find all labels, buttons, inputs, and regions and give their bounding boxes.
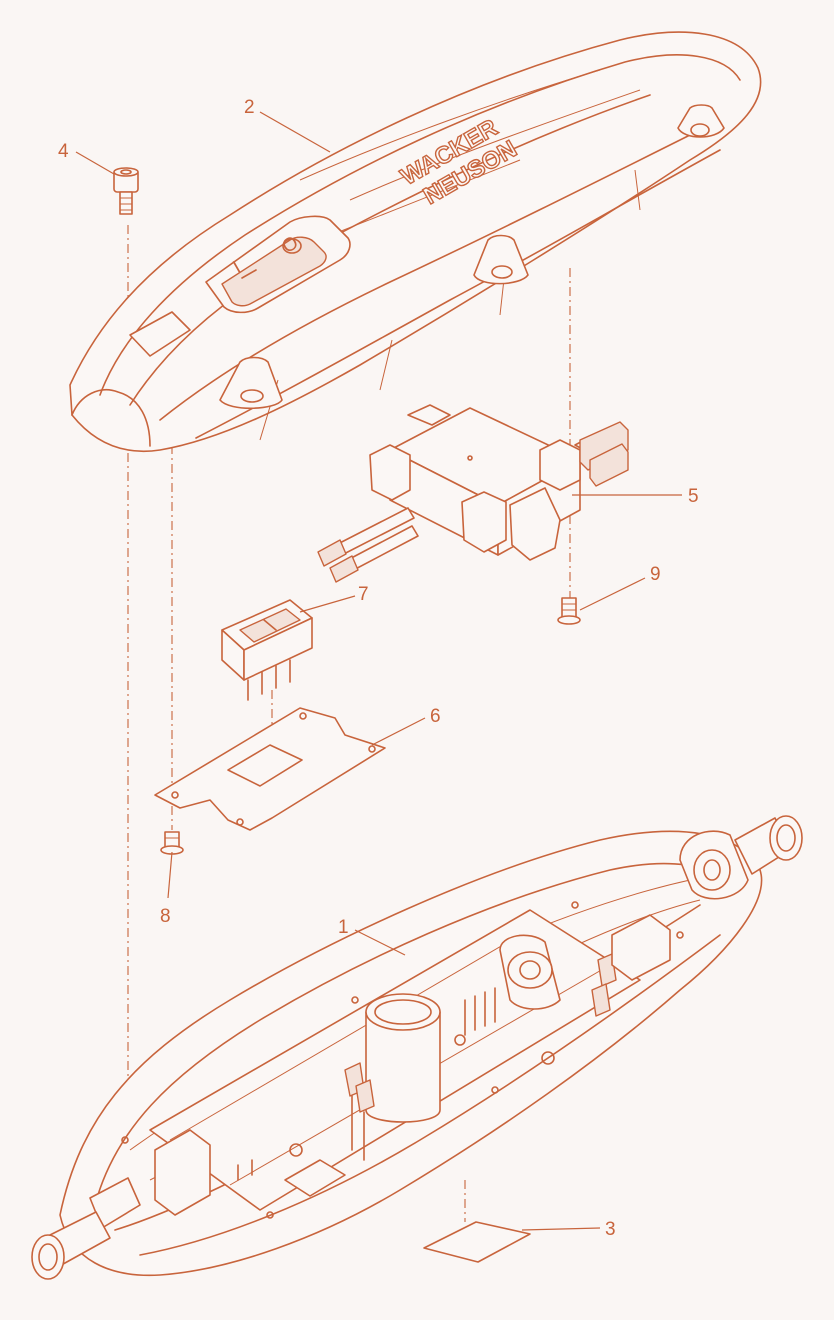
rocker-switch-part-7 bbox=[221, 599, 313, 701]
callout-7: 7 bbox=[358, 584, 369, 605]
callout-6: 6 bbox=[430, 706, 441, 727]
relay-block-part-5 bbox=[317, 404, 629, 583]
callout-8: 8 bbox=[160, 906, 171, 927]
lower-housing-part-1 bbox=[31, 815, 803, 1280]
callout-9: 9 bbox=[650, 564, 661, 585]
screw-part-4 bbox=[113, 167, 139, 215]
callout-4: 4 bbox=[58, 141, 69, 162]
callout-2: 2 bbox=[244, 97, 255, 118]
gasket-plate-part-6 bbox=[154, 707, 386, 831]
upper-housing-cover: I O WACKER NEUSON bbox=[69, 31, 762, 452]
screw-part-9 bbox=[557, 597, 581, 625]
screw-part-8 bbox=[160, 831, 184, 855]
callout-leaders bbox=[75, 111, 682, 1231]
label-plate-part-3 bbox=[423, 1221, 531, 1263]
callout-1: 1 bbox=[338, 917, 349, 938]
callout-3: 3 bbox=[605, 1219, 616, 1240]
callout-numbers: 1 2 3 4 5 6 7 8 9 bbox=[58, 97, 699, 1240]
callout-5: 5 bbox=[688, 486, 699, 507]
